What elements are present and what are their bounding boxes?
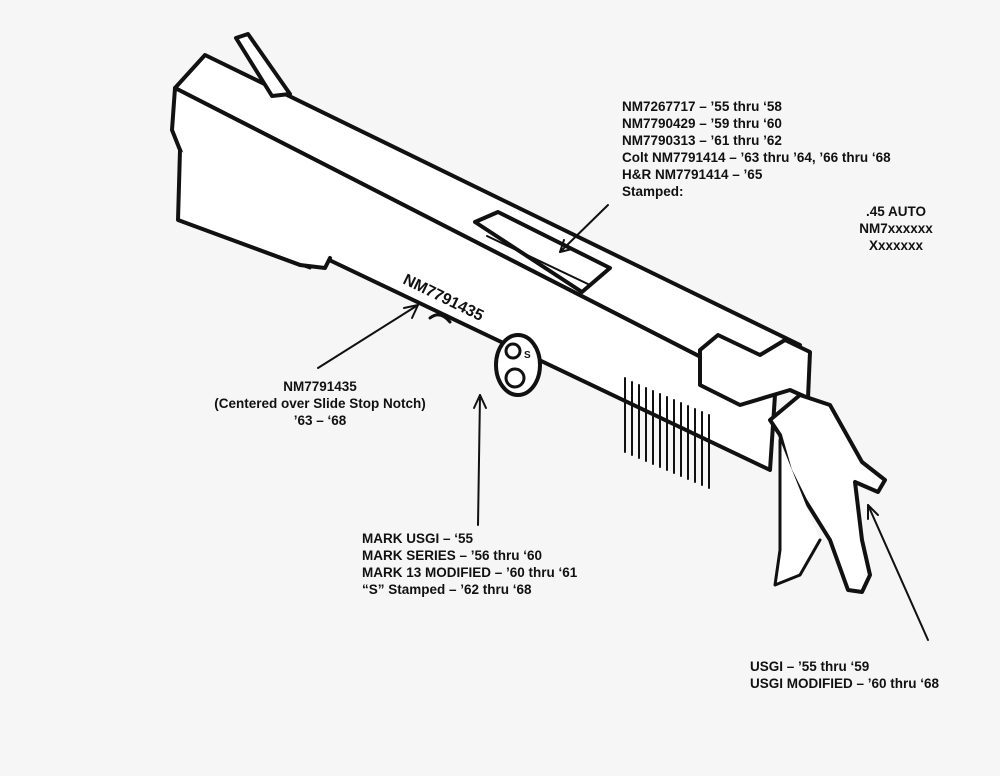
slide-rail-line [328,258,772,472]
stamp-line: Xxxxxxx [868,238,924,253]
serial-line: NM7790313 – ’61 thru ’62 [622,133,782,148]
stamp-line: NM7xxxxxx [859,221,933,236]
front-sight [234,32,292,98]
serial-line: NM7267717 – ’55 thru ‘58 [622,99,782,114]
mark-line: MARK SERIES – ’56 thru ‘60 [362,548,543,563]
leader-lines [317,204,929,641]
slide-stop-line: ’63 – ‘68 [293,413,347,428]
serial-line: Colt NM7791414 – ’63 thru ’64, ’66 thru … [622,150,891,165]
barrel-bushing: S [494,333,542,397]
slide-stop-notch [428,313,452,324]
slide-stop-callout: NM7791435 (Centered over Slide Stop Notc… [150,378,490,429]
slide-stop-line: NM7791435 [283,379,357,394]
mark-line: MARK 13 MODIFIED – ’60 thru ‘61 [362,565,578,580]
stamp-callout: .45 AUTO NM7xxxxxx Xxxxxxx [836,203,956,254]
arrow-bushing [477,394,481,526]
hammer-callout: USGI – ’55 thru ‘59 USGI MODIFIED – ’60 … [750,658,939,692]
arrow-slide-stop [317,304,419,369]
slide-stop-line: (Centered over Slide Stop Notch) [214,396,426,411]
rear-sight [698,333,812,407]
arrow-ejection-port [559,204,609,253]
serial-line: Stamped: [622,184,684,199]
slide-number-callout: NM7267717 – ’55 thru ‘58 NM7790429 – ’59… [622,98,891,200]
mark-line: MARK USGI – ‘55 [362,531,474,546]
bushing-mark-callout: MARK USGI – ‘55 MARK SERIES – ’56 thru ‘… [362,530,577,598]
hammer-line: USGI – ’55 thru ‘59 [750,659,870,674]
slide-bottom-line [176,218,312,270]
hammer-line: USGI MODIFIED – ’60 thru ‘68 [750,676,940,691]
mark-line: “S” Stamped – ’62 thru ‘68 [362,582,532,597]
arrow-hammer [867,504,929,641]
ejection-port-window [473,210,612,294]
serial-line: NM7790429 – ’59 thru ‘60 [622,116,782,131]
svg-text:S: S [524,350,531,361]
slide-serrations [624,377,710,489]
serial-line: H&R NM7791414 – ’65 [622,167,763,182]
stamp-line: .45 AUTO [865,204,927,219]
